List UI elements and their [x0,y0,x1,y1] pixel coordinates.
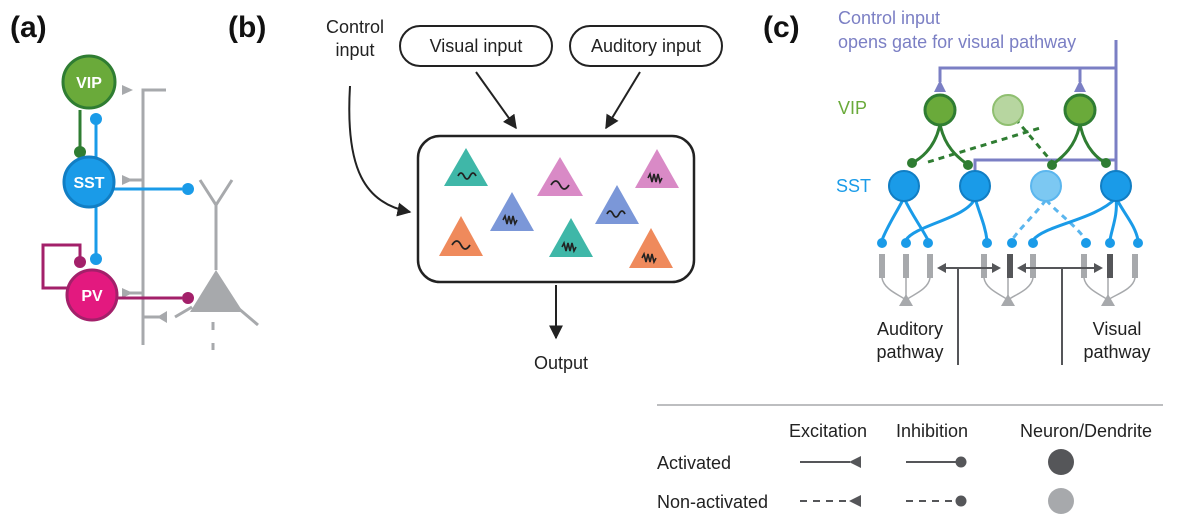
control-input-label-1: Control [326,17,384,37]
pathway-arrowheads [937,263,1103,273]
legend-inhibition-activated [906,456,967,468]
pv-neuron-a: PV [65,268,119,322]
vip-label-a: VIP [76,75,102,92]
legend-excitation-activated [800,456,861,468]
auditory-pathway-label-2: pathway [876,342,943,362]
sst-to-dendrite-links [880,196,1140,242]
panel-a-label: (a) [10,11,47,44]
sst-row-label: SST [836,176,871,196]
legend-inhibition-non-activated [906,495,967,507]
panel-b-label: (b) [228,11,266,44]
control-input-lines [938,40,1118,175]
auditory-input-label: Auditory input [591,36,701,56]
sst-terminals [877,238,1143,248]
input-arrows [348,71,641,340]
sst-neurons-c [888,170,1132,202]
population-neurons [439,148,679,268]
legend-row-activated: Activated [657,453,731,473]
panel-c: (c) Control input opens gate for visual … [763,8,1151,365]
pathway-lines [940,267,1100,365]
legend-neuron-activated [1048,449,1074,475]
neural-population-box [416,134,696,284]
vip-neurons-c [923,93,1097,127]
visual-pathway-label-1: Visual [1093,319,1142,339]
sst-label-a: SST [73,175,104,192]
output-label: Output [534,353,588,373]
control-caption-line2: opens gate for visual pathway [838,32,1076,52]
legend-header-excitation: Excitation [789,421,867,441]
legend-header-inhibition: Inhibition [896,421,968,441]
panel-a: (a) [10,11,259,350]
legend-row-non-activated: Non-activated [657,492,768,512]
inhibitory-connections-a [41,110,182,300]
pyramidal-neuron [190,270,243,312]
legend-excitation-non-activated [800,495,861,507]
control-input-label-2: input [335,40,374,60]
visual-input-box [399,25,553,67]
auditory-pathway-label-1: Auditory [877,319,943,339]
control-caption-line1: Control input [838,8,940,28]
panel-b: (b) Control input Visual input Auditory … [228,11,723,373]
pv-label-a: PV [81,288,103,305]
auditory-input-box [569,25,723,67]
sst-neuron-a: SST [62,155,116,209]
legend-neuron-non-activated [1048,488,1074,514]
legend-header-neuron: Neuron/Dendrite [1020,421,1152,441]
visual-input-label: Visual input [430,36,523,56]
vip-terminals [907,158,1111,170]
dendrite-groups [879,254,1138,306]
vip-row-label: VIP [838,98,867,118]
panel-c-label: (c) [763,11,800,44]
pyramidal-circuit [126,88,259,350]
legend: Excitation Inhibition Neuron/Dendrite Ac… [657,404,1163,514]
inhibitory-terminals-a [74,113,194,304]
gray-arrowheads [122,85,167,323]
vip-neuron-a: VIP [61,54,117,110]
visual-pathway-label-2: pathway [1083,342,1150,362]
